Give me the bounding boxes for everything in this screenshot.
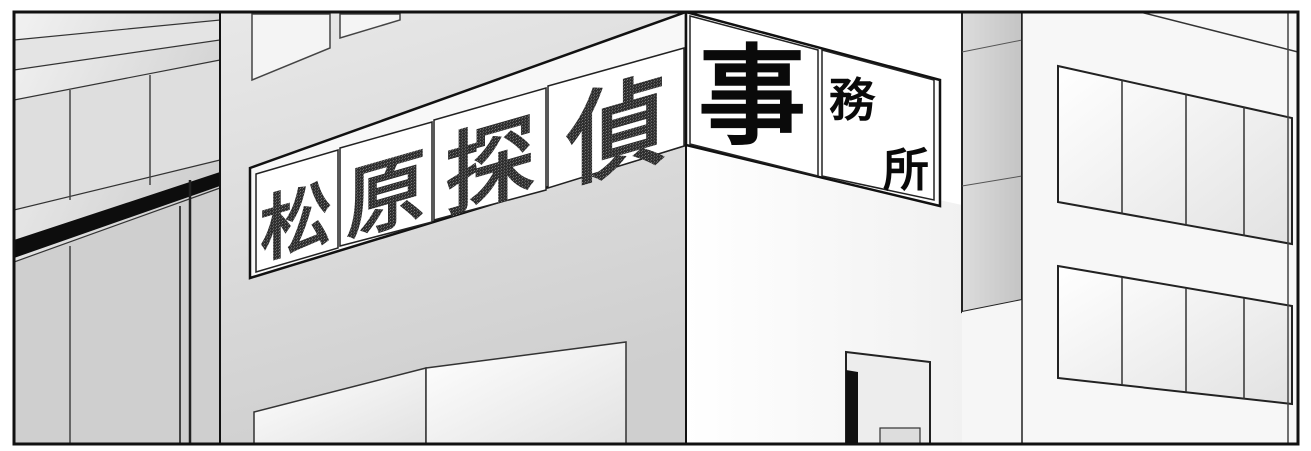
left-building <box>14 12 221 444</box>
sign-panel-4 <box>547 47 685 190</box>
right-window-upper <box>1057 64 1293 246</box>
panel-frame <box>12 10 1300 446</box>
sign-panel-3 <box>433 87 547 221</box>
sign-char-7: 所 <box>883 143 929 197</box>
sign-char-5: 事 <box>698 35 806 160</box>
signboard-side: 事 務 所 <box>684 12 942 208</box>
signboard-front: 松 原 探 偵 <box>248 12 688 280</box>
pillar <box>961 12 1023 444</box>
sign-panel-2 <box>339 121 433 247</box>
right-window-lower <box>1057 264 1293 406</box>
right-building <box>1021 12 1298 444</box>
sign-char-1: 松 <box>260 171 332 275</box>
sign-char-2: 原 <box>346 138 426 254</box>
awning <box>14 172 220 258</box>
front-window-right <box>425 341 627 444</box>
sign-char-3: 探 <box>445 101 535 232</box>
front-window-left <box>253 367 427 444</box>
sign-char-4: 偵 <box>565 60 666 206</box>
sign-char-6: 務 <box>829 73 876 127</box>
sign-panel-1 <box>255 148 339 274</box>
